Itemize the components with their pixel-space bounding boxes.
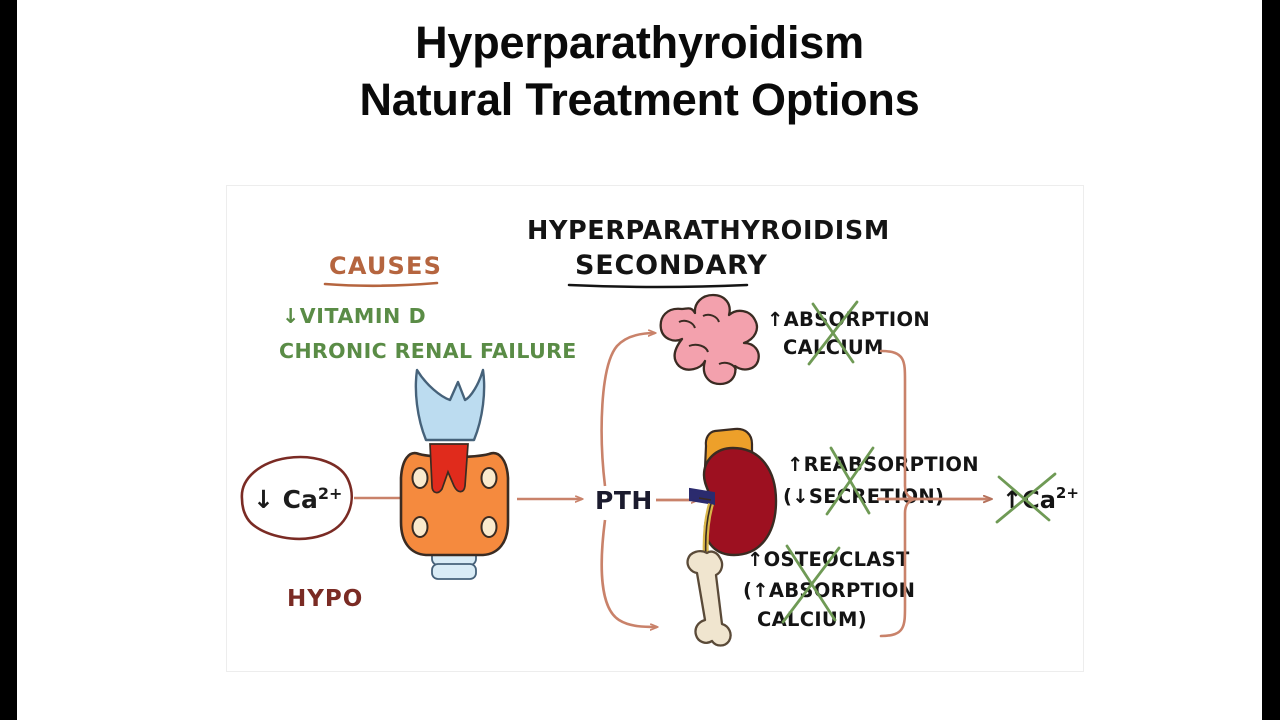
diagram-panel: HYPERPARATHYROIDISM SECONDARY CAUSES ↓VI… <box>226 185 1084 672</box>
cause-item-1: CHRONIC RENAL FAILURE <box>279 339 577 363</box>
kidney-effect-line-1: (↓SECRETION) <box>783 485 944 508</box>
outcome-crossout-icon <box>995 472 1057 524</box>
bone-effect-line-2: CALCIUM) <box>757 608 867 631</box>
trigger-oval <box>240 455 354 541</box>
title-line-2: Natural Treatment Options <box>359 74 920 125</box>
hyperparathyroidism-diagram: HYPERPARATHYROIDISM SECONDARY CAUSES ↓VI… <box>240 216 1079 647</box>
parathyroid-nodule-br <box>480 516 498 538</box>
intestine-effect-line-0: ↑ABSORPTION <box>767 308 930 331</box>
causes-block: CAUSES ↓VITAMIN D CHRONIC RENAL FAILURE <box>279 252 577 363</box>
parathyroid-nodule-tl <box>411 467 429 489</box>
cause-item-0: ↓VITAMIN D <box>282 304 426 328</box>
hypo-caption: HYPO <box>287 586 363 612</box>
kidney-effect-line-0: ↑REABSORPTION <box>787 453 979 476</box>
intestine-effect-label: ↑ABSORPTION CALCIUM <box>767 300 930 366</box>
page-title: Hyperparathyroidism Natural Treatment Op… <box>17 14 1262 128</box>
pth-label: PTH <box>595 486 653 515</box>
letterbox-bar-left <box>0 0 17 720</box>
kidney-effect-label: ↑REABSORPTION (↓SECRETION) <box>783 446 979 516</box>
title-line-1: Hyperparathyroidism <box>415 17 864 68</box>
bone-effect-line-1: (↑ABSORPTION <box>743 579 915 602</box>
causes-underline <box>323 281 439 288</box>
intestine-illustration <box>659 293 760 386</box>
kidney-illustration <box>689 427 778 561</box>
heading-line-2: SECONDARY <box>575 250 768 281</box>
heading-line-1: HYPERPARATHYROIDISM <box>527 216 890 246</box>
intestine-effect-crossout-icon <box>807 300 859 366</box>
pth-branch-arrows <box>600 333 698 627</box>
parathyroid-nodule-bl <box>411 516 429 538</box>
causes-heading: CAUSES <box>329 252 442 280</box>
bone-illustration <box>686 550 732 647</box>
kidney-effect-crossout-icon <box>825 446 875 516</box>
outcome-label: ↑Ca2+ <box>995 472 1079 524</box>
pth-to-bone-arrow <box>600 519 657 627</box>
letterbox-bar-right <box>1262 0 1280 720</box>
bone-effect-crossout-icon <box>781 544 841 624</box>
low-calcium-trigger: ↓ Ca2+ HYPO <box>240 455 410 612</box>
bone-effect-label: ↑OSTEOCLAST (↑ABSORPTION CALCIUM) <box>743 544 915 631</box>
bone-effect-line-0: ↑OSTEOCLAST <box>747 548 910 571</box>
intestine-effect-line-1: CALCIUM <box>783 336 884 359</box>
thyroid-cartilage <box>414 368 486 442</box>
gland-inner-red <box>429 443 469 494</box>
trigger-label: ↓ Ca2+ <box>253 484 342 514</box>
diagram-heading: HYPERPARATHYROIDISM SECONDARY <box>527 216 890 289</box>
outcome-sup: 2+ <box>1056 484 1079 502</box>
parathyroid-nodule-tr <box>480 467 498 489</box>
pth-to-intestine-arrow <box>600 333 655 487</box>
heading-underline <box>567 283 749 289</box>
slide-content: Hyperparathyroidism Natural Treatment Op… <box>17 0 1262 720</box>
parathyroid-gland-illustration <box>399 368 510 580</box>
